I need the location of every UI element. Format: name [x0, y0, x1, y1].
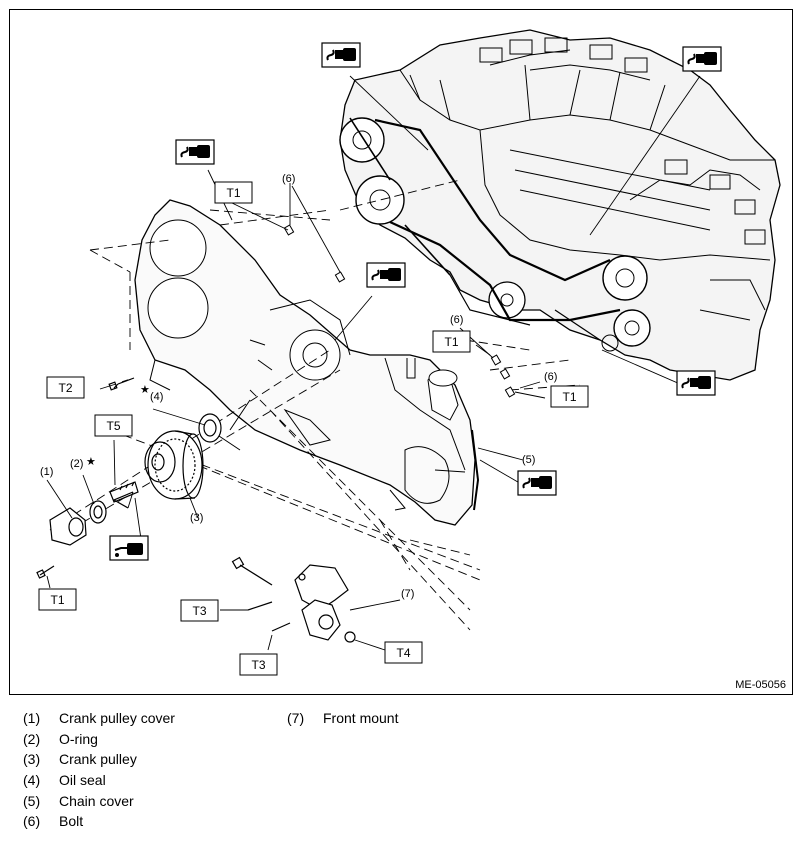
torque-label-t3: T3 — [251, 658, 265, 672]
exploded-diagram-frame: T1 T1 T1 T1 T2 T3 T3 T4 T5 (1) (2) (3) (… — [9, 9, 793, 695]
legend-number: (1) — [23, 710, 41, 726]
torque-label-t4: T4 — [396, 646, 410, 660]
parts-legend: (1) Crank pulley cover (2) O-ring (3) Crank p… — [0, 708, 804, 838]
legend-text: Chain cover — [59, 793, 134, 809]
bolt-set — [283, 224, 516, 398]
callout-7: (7) — [401, 588, 414, 600]
callout-5: (5) — [522, 454, 535, 466]
exploded-view-diagram: T1 T1 T1 T1 T2 T3 T3 T4 T5 (1) (2) (3) (… — [36, 29, 781, 676]
callout-3: (3) — [190, 512, 203, 524]
torque-label-t5: T5 — [106, 419, 120, 433]
callout-6: (6) — [544, 371, 557, 383]
sealant-icon — [682, 46, 722, 72]
callout-4: (4) — [150, 391, 163, 403]
torque-label-t3: T3 — [192, 604, 206, 618]
callout-2: (2) — [70, 458, 83, 470]
callout-1: (1) — [40, 466, 53, 478]
legend-number: (4) — [23, 772, 41, 788]
crank-pulley-assembly — [36, 377, 222, 579]
torque-labels: T1 T1 T1 T1 T2 T3 T3 T4 T5 — [38, 181, 589, 676]
sealant-icon — [366, 262, 406, 288]
callout-6: (6) — [282, 173, 295, 185]
engine-block — [339, 29, 781, 381]
legend-number: (5) — [23, 793, 41, 809]
torque-label-t1: T1 — [226, 186, 240, 200]
sealant-icon — [175, 139, 215, 165]
legend-number: (7) — [287, 710, 305, 726]
torque-label-t1: T1 — [444, 335, 458, 349]
sealant-icon — [321, 42, 361, 68]
legend-text: Front mount — [323, 710, 399, 726]
leader-lines — [46, 75, 701, 651]
legend-number: (3) — [23, 751, 41, 767]
star-mark: ★ — [140, 384, 150, 396]
figure-id: ME-05056 — [735, 679, 786, 691]
callout-labels: (1) (2) (3) (4) (5) (6) (6) (6) (7) ★ ★ — [40, 173, 557, 600]
sealant-icon — [517, 470, 557, 496]
torque-label-t2: T2 — [58, 381, 72, 395]
chain-cover — [134, 199, 480, 526]
torque-label-t1: T1 — [562, 390, 576, 404]
legend-number: (6) — [23, 813, 41, 829]
legend-text: O-ring — [59, 731, 98, 747]
legend-text: Crank pulley — [59, 751, 137, 767]
oil-can-icon — [109, 535, 149, 561]
callout-6: (6) — [450, 314, 463, 326]
star-mark: ★ — [86, 456, 96, 468]
legend-text: Crank pulley cover — [59, 710, 175, 726]
legend-number: (2) — [23, 731, 41, 747]
legend-text: Oil seal — [59, 772, 106, 788]
torque-label-t1: T1 — [50, 593, 64, 607]
sealant-icon — [676, 370, 716, 396]
legend-text: Bolt — [59, 813, 84, 829]
front-mount — [231, 556, 356, 643]
